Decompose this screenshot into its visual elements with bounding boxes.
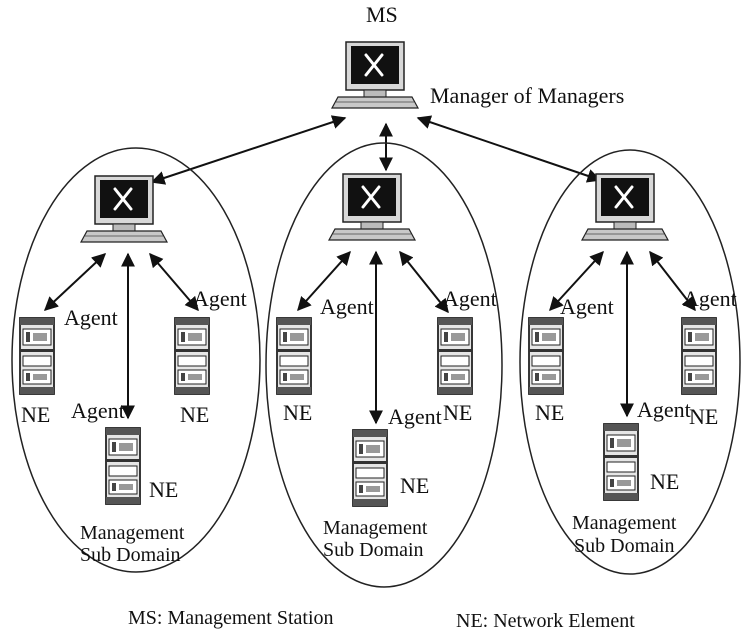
manager-of-managers-computer: [330, 40, 420, 110]
agent-right-label: Agent: [683, 286, 737, 311]
domain-links: [549, 250, 696, 418]
ne-bottom-rack: [105, 427, 141, 505]
ne-right-label: NE: [180, 402, 209, 427]
ne-left-label: NE: [283, 400, 312, 425]
agent-bottom-label: Agent: [71, 398, 125, 423]
ne-right-rack: [681, 317, 717, 395]
mom-links: [150, 115, 602, 185]
domain-title-line2: Sub Domain: [80, 544, 181, 566]
mom-link-right: [416, 115, 602, 183]
agent-bottom-label: Agent: [388, 404, 442, 429]
ne-left-rack: [276, 317, 312, 395]
legend-ne: NE: Network Element: [456, 610, 635, 632]
domain-boundary: [519, 149, 741, 575]
management-sub-domain-2: Agent Agent Agent NE NE NE Management Su…: [265, 142, 503, 588]
ne-right-rack: [437, 317, 473, 395]
agent-left-label: Agent: [320, 294, 374, 319]
ne-left-label: NE: [21, 402, 50, 427]
domain-boundary: [265, 142, 503, 588]
ne-left-label: NE: [535, 400, 564, 425]
ne-right-rack: [174, 317, 210, 395]
mom-link-left: [150, 115, 347, 185]
domain-links: [43, 252, 199, 420]
manager-of-managers-label: Manager of Managers: [430, 83, 624, 108]
agent-left-label: Agent: [64, 305, 118, 330]
domain-manager-computer: [580, 172, 670, 242]
ms-label: MS: [366, 2, 398, 27]
domain-links: [297, 250, 449, 425]
domain-title-line2: Sub Domain: [323, 539, 424, 561]
ne-bottom-rack: [603, 423, 639, 501]
agent-right-label: Agent: [193, 286, 247, 311]
domain-manager-computer: [327, 172, 417, 242]
domain-manager-computer: [79, 174, 169, 244]
domain-title-line2: Sub Domain: [574, 535, 675, 557]
ne-left-rack: [528, 317, 564, 395]
agent-right-label: Agent: [443, 286, 497, 311]
agent-left-label: Agent: [560, 294, 614, 319]
domain-title-line1: Management: [80, 522, 185, 544]
management-sub-domain-1: Agent Agent Agent NE NE NE Management Su…: [11, 147, 261, 573]
ne-bottom-rack: [352, 429, 388, 507]
domain-title-line1: Management: [323, 517, 428, 539]
ne-right-label: NE: [443, 400, 472, 425]
domain-boundary: [11, 147, 261, 573]
ne-bottom-label: NE: [650, 469, 679, 494]
ne-bottom-label: NE: [149, 477, 178, 502]
ne-right-label: NE: [689, 404, 718, 429]
ne-left-rack: [19, 317, 55, 395]
domain-title-line1: Management: [572, 512, 677, 534]
agent-bottom-label: Agent: [637, 397, 691, 422]
management-sub-domain-3: Agent Agent Agent NE NE NE Management Su…: [519, 149, 741, 575]
legend-ms: MS: Management Station: [128, 607, 334, 629]
ne-bottom-label: NE: [400, 473, 429, 498]
